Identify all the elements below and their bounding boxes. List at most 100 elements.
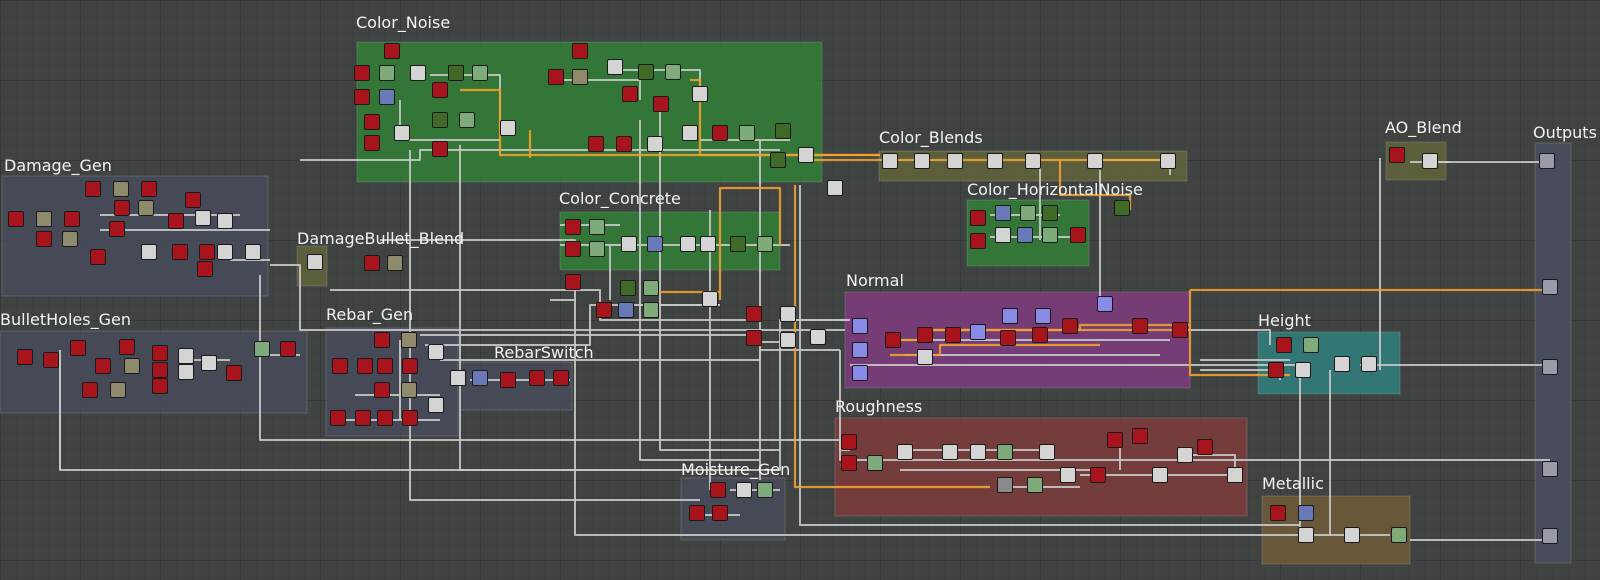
graph-node[interactable] [138, 200, 154, 216]
graph-node[interactable] [64, 211, 80, 227]
graph-node[interactable] [36, 231, 52, 247]
graph-node[interactable] [402, 410, 418, 426]
graph-node[interactable] [401, 332, 417, 348]
graph-node[interactable] [841, 455, 857, 471]
graph-node[interactable] [1090, 467, 1106, 483]
graph-node[interactable] [1060, 467, 1076, 483]
graph-node[interactable] [459, 112, 475, 128]
graph-node[interactable] [622, 86, 638, 102]
graph-node[interactable] [428, 397, 444, 413]
graph-node[interactable] [1097, 296, 1113, 312]
graph-node[interactable] [997, 477, 1013, 493]
graph-node[interactable] [682, 125, 698, 141]
graph-node[interactable] [377, 410, 393, 426]
graph-node[interactable] [448, 65, 464, 81]
graph-node[interactable] [1268, 362, 1284, 378]
graph-node[interactable] [1152, 467, 1168, 483]
graph-node[interactable] [254, 341, 270, 357]
graph-node[interactable] [450, 370, 466, 386]
graph-node[interactable] [1087, 153, 1103, 169]
graph-node[interactable] [596, 302, 612, 318]
graph-node[interactable] [995, 227, 1011, 243]
graph-node[interactable] [387, 255, 403, 271]
graph-node[interactable] [8, 211, 24, 227]
graph-node[interactable] [354, 89, 370, 105]
graph-node[interactable] [472, 65, 488, 81]
graph-node[interactable] [1132, 428, 1148, 444]
graph-node[interactable] [217, 213, 233, 229]
graph-node[interactable] [572, 43, 588, 59]
output-node[interactable] [1539, 153, 1555, 169]
graph-node[interactable] [355, 410, 371, 426]
graph-node[interactable] [736, 482, 752, 498]
graph-node[interactable] [1303, 337, 1319, 353]
graph-node[interactable] [432, 141, 448, 157]
graph-node[interactable] [643, 302, 659, 318]
graph-node[interactable] [1070, 227, 1086, 243]
graph-node[interactable] [987, 153, 1003, 169]
graph-node[interactable] [374, 332, 390, 348]
graph-node[interactable] [841, 434, 857, 450]
graph-node[interactable] [945, 327, 961, 343]
graph-node[interactable] [119, 339, 135, 355]
graph-node[interactable] [172, 244, 188, 260]
graph-node[interactable] [226, 365, 242, 381]
graph-node[interactable] [746, 330, 762, 346]
graph-node[interactable] [882, 153, 898, 169]
graph-node[interactable] [109, 221, 125, 237]
graph-node[interactable] [201, 355, 217, 371]
graph-node[interactable] [472, 370, 488, 386]
graph-node[interactable] [168, 213, 184, 229]
graph-node[interactable] [1227, 467, 1243, 483]
graph-node[interactable] [1298, 505, 1314, 521]
graph-node[interactable] [500, 120, 516, 136]
graph-node[interactable] [1334, 356, 1350, 372]
graph-node[interactable] [1197, 439, 1213, 455]
graph-node[interactable] [1020, 205, 1036, 221]
graph-node[interactable] [692, 86, 708, 102]
graph-node[interactable] [432, 82, 448, 98]
graph-node[interactable] [565, 219, 581, 235]
graph-node[interactable] [1391, 527, 1407, 543]
graph-node[interactable] [178, 364, 194, 380]
graph-node[interactable] [1361, 356, 1377, 372]
graph-node[interactable] [1042, 205, 1058, 221]
graph-node[interactable] [700, 236, 716, 252]
graph-node[interactable] [739, 125, 755, 141]
graph-node[interactable] [36, 211, 52, 227]
graph-node[interactable] [217, 244, 233, 260]
graph-node[interactable] [1276, 337, 1292, 353]
graph-node[interactable] [332, 358, 348, 374]
frame-outputs[interactable] [1534, 142, 1572, 564]
frame-metallic[interactable] [1261, 495, 1411, 565]
graph-node[interactable] [757, 482, 773, 498]
graph-node[interactable] [141, 181, 157, 197]
graph-node[interactable] [1017, 227, 1033, 243]
graph-node[interactable] [43, 352, 59, 368]
graph-node[interactable] [553, 370, 569, 386]
graph-node[interactable] [1422, 153, 1438, 169]
graph-node[interactable] [942, 444, 958, 460]
graph-node[interactable] [197, 261, 213, 277]
graph-node[interactable] [621, 236, 637, 252]
graph-node[interactable] [620, 280, 636, 296]
graph-node[interactable] [1172, 322, 1188, 338]
graph-node[interactable] [702, 291, 718, 307]
graph-node[interactable] [1295, 362, 1311, 378]
graph-node[interactable] [885, 332, 901, 348]
frame-color-noise[interactable] [356, 41, 823, 183]
graph-node[interactable] [647, 136, 663, 152]
graph-node[interactable] [379, 89, 395, 105]
graph-node[interactable] [280, 341, 296, 357]
graph-node[interactable] [1000, 330, 1016, 346]
graph-node[interactable] [1270, 505, 1286, 521]
graph-node[interactable] [500, 372, 516, 388]
graph-node[interactable] [589, 219, 605, 235]
graph-node[interactable] [1002, 308, 1018, 324]
graph-node[interactable] [354, 65, 370, 81]
graph-node[interactable] [897, 444, 913, 460]
graph-node[interactable] [770, 152, 786, 168]
graph-node[interactable] [867, 455, 883, 471]
graph-node[interactable] [113, 181, 129, 197]
graph-node[interactable] [185, 192, 201, 208]
